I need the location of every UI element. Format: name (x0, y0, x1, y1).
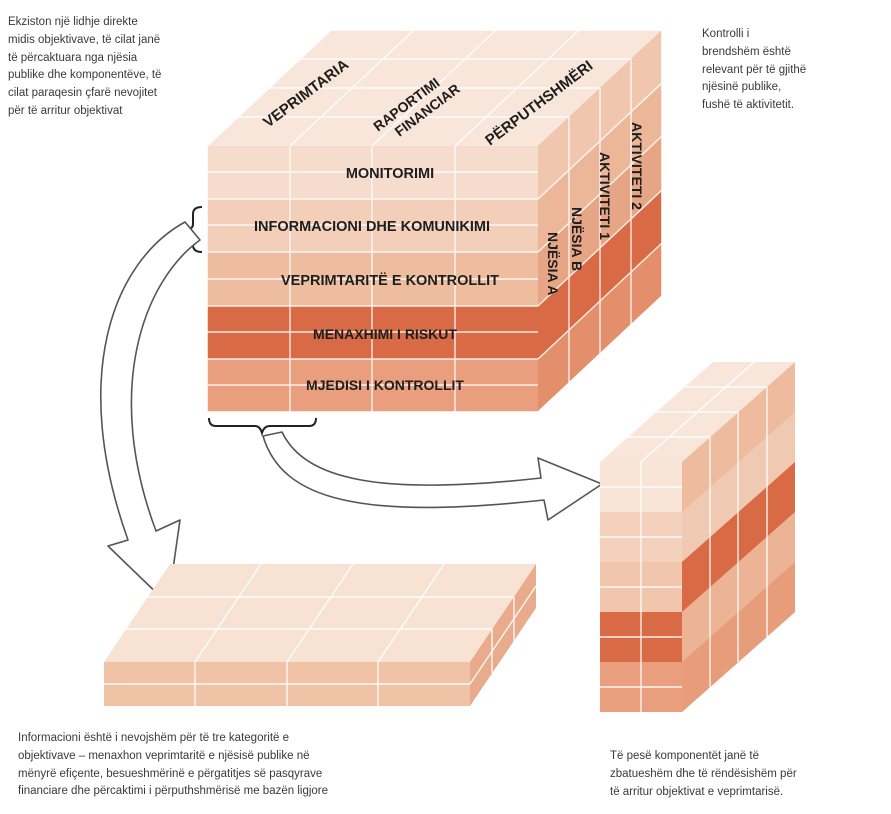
side-label-aktiviteti-1: AKTIVITETI 1 (597, 152, 613, 240)
side-label-njesia-a: NJËSIA A (545, 232, 561, 296)
side-label-aktiviteti-2: AKTIVITETI 2 (629, 122, 645, 210)
note-information-need: Informacioni është i nevojshëm për të tr… (18, 732, 329, 798)
front-label-veprimtarite: VEPRIMTARITË E KONTROLLIT (281, 272, 499, 289)
arrow-to-slab (100, 221, 201, 605)
note-objectives-link: Ekziston një lidhje direkte midis objekt… (8, 16, 162, 118)
component-slab (104, 563, 537, 706)
front-label-menaxhimi: MENAXHIMI I RISKUT (313, 326, 457, 342)
front-label-monitorimi: MONITORIMI (346, 166, 434, 182)
cube-grid-lines (207, 29, 663, 412)
big-cube: VEPRIMTARIA RAPORTIMIFINANCIAR PËRPUTHSH… (206, 29, 663, 413)
bottom-brace (208, 417, 317, 437)
front-label-mjedisi: MJEDISI I KONTROLLIT (306, 377, 464, 393)
front-label-informacioni: INFORMACIONI DHE KOMUNIKIMI (254, 219, 490, 235)
note-internal-control-scope: Kontrolli i brendshëm është relevant për… (702, 28, 807, 112)
arrow-to-column (262, 431, 603, 521)
note-five-components: Të pesë komponentët janë të zbatueshëm d… (610, 750, 797, 798)
side-label-njesia-b: NJËSIA B (569, 207, 585, 271)
component-column (600, 361, 795, 712)
